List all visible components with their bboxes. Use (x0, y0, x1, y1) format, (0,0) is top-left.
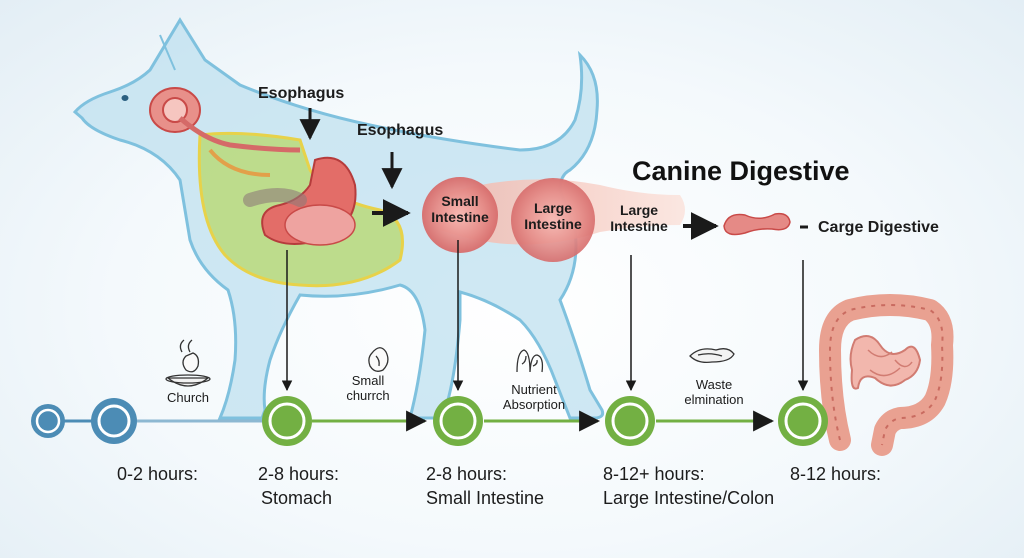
small-intestine-bulb (422, 177, 498, 253)
timeline-time-1: 2-8 hours: (258, 464, 340, 484)
stage-label-church: Church (167, 390, 209, 405)
stage-label-nutrient-absorption-line-2: Absorption (502, 396, 566, 412)
timeline-node-5 (778, 396, 828, 446)
timeline-node-4 (605, 396, 655, 446)
food-chunk-icon (368, 347, 389, 372)
diagram-title: Canine Digestive (632, 156, 850, 186)
villi-icon (516, 349, 544, 373)
stage-label-small-churrch-line-1: Small (351, 373, 385, 388)
stage-label-nutrient-absorption: Nutrient Absorption (492, 382, 576, 413)
stage-label-waste-elimination-line-1: Waste (695, 377, 733, 392)
esophagus-label-1: Esophagus (258, 85, 345, 102)
colon-segment-icon (723, 212, 791, 236)
timeline-time-4: 8-12 hours: (790, 464, 882, 484)
timeline-organ-1: Stomach (261, 488, 333, 508)
esophagus-label-2: Esophagus (357, 122, 444, 139)
timeline-organ-2: Small Intestine (426, 488, 545, 508)
stage-label-waste-elimination-line-2: elmination (684, 391, 744, 407)
large-intestine-label-2-line-1: Large (619, 202, 659, 218)
large-intestine-label-1: Large Intestine (513, 200, 593, 232)
timeline-organ-3: Large Intestine/Colon (603, 488, 775, 508)
bowl-icon (165, 339, 211, 387)
large-intestine-label-2: Large Intestine (603, 202, 675, 234)
timeline-node-0 (31, 404, 65, 438)
large-intestine-label-2-line-2: Intestine (610, 218, 668, 235)
stage-label-small-churrch: Small churrch (330, 373, 406, 404)
stage-label-nutrient-absorption-line-1: Nutrient (511, 382, 557, 397)
small-intestine-label-line-1: Small (441, 193, 479, 209)
timeline-node-3 (433, 396, 483, 446)
timeline-time-3: 8-12+ hours: (603, 464, 705, 484)
timeline-node-2 (262, 396, 312, 446)
large-intestine-bulb (511, 178, 595, 262)
digestive-organs (149, 87, 404, 288)
stage-label-waste-elimination: Waste elmination (672, 377, 756, 408)
large-intestine-label-1-line-1: Large (533, 200, 573, 216)
timeline-time-0: 0-2 hours: (117, 464, 199, 484)
large-intestine-illustration (819, 294, 954, 456)
waste-icon (689, 348, 735, 364)
carge-digestive-label: Carge Digestive (818, 219, 939, 236)
timeline-time-2: 2-8 hours: (426, 464, 508, 484)
small-intestine-label: Small Intestine (424, 193, 496, 225)
timeline-node-1 (91, 398, 137, 444)
large-intestine-label-1-line-2: Intestine (524, 216, 582, 233)
small-intestine-label-line-2: Intestine (431, 209, 489, 226)
stage-label-small-churrch-line-2: churrch (346, 387, 390, 403)
